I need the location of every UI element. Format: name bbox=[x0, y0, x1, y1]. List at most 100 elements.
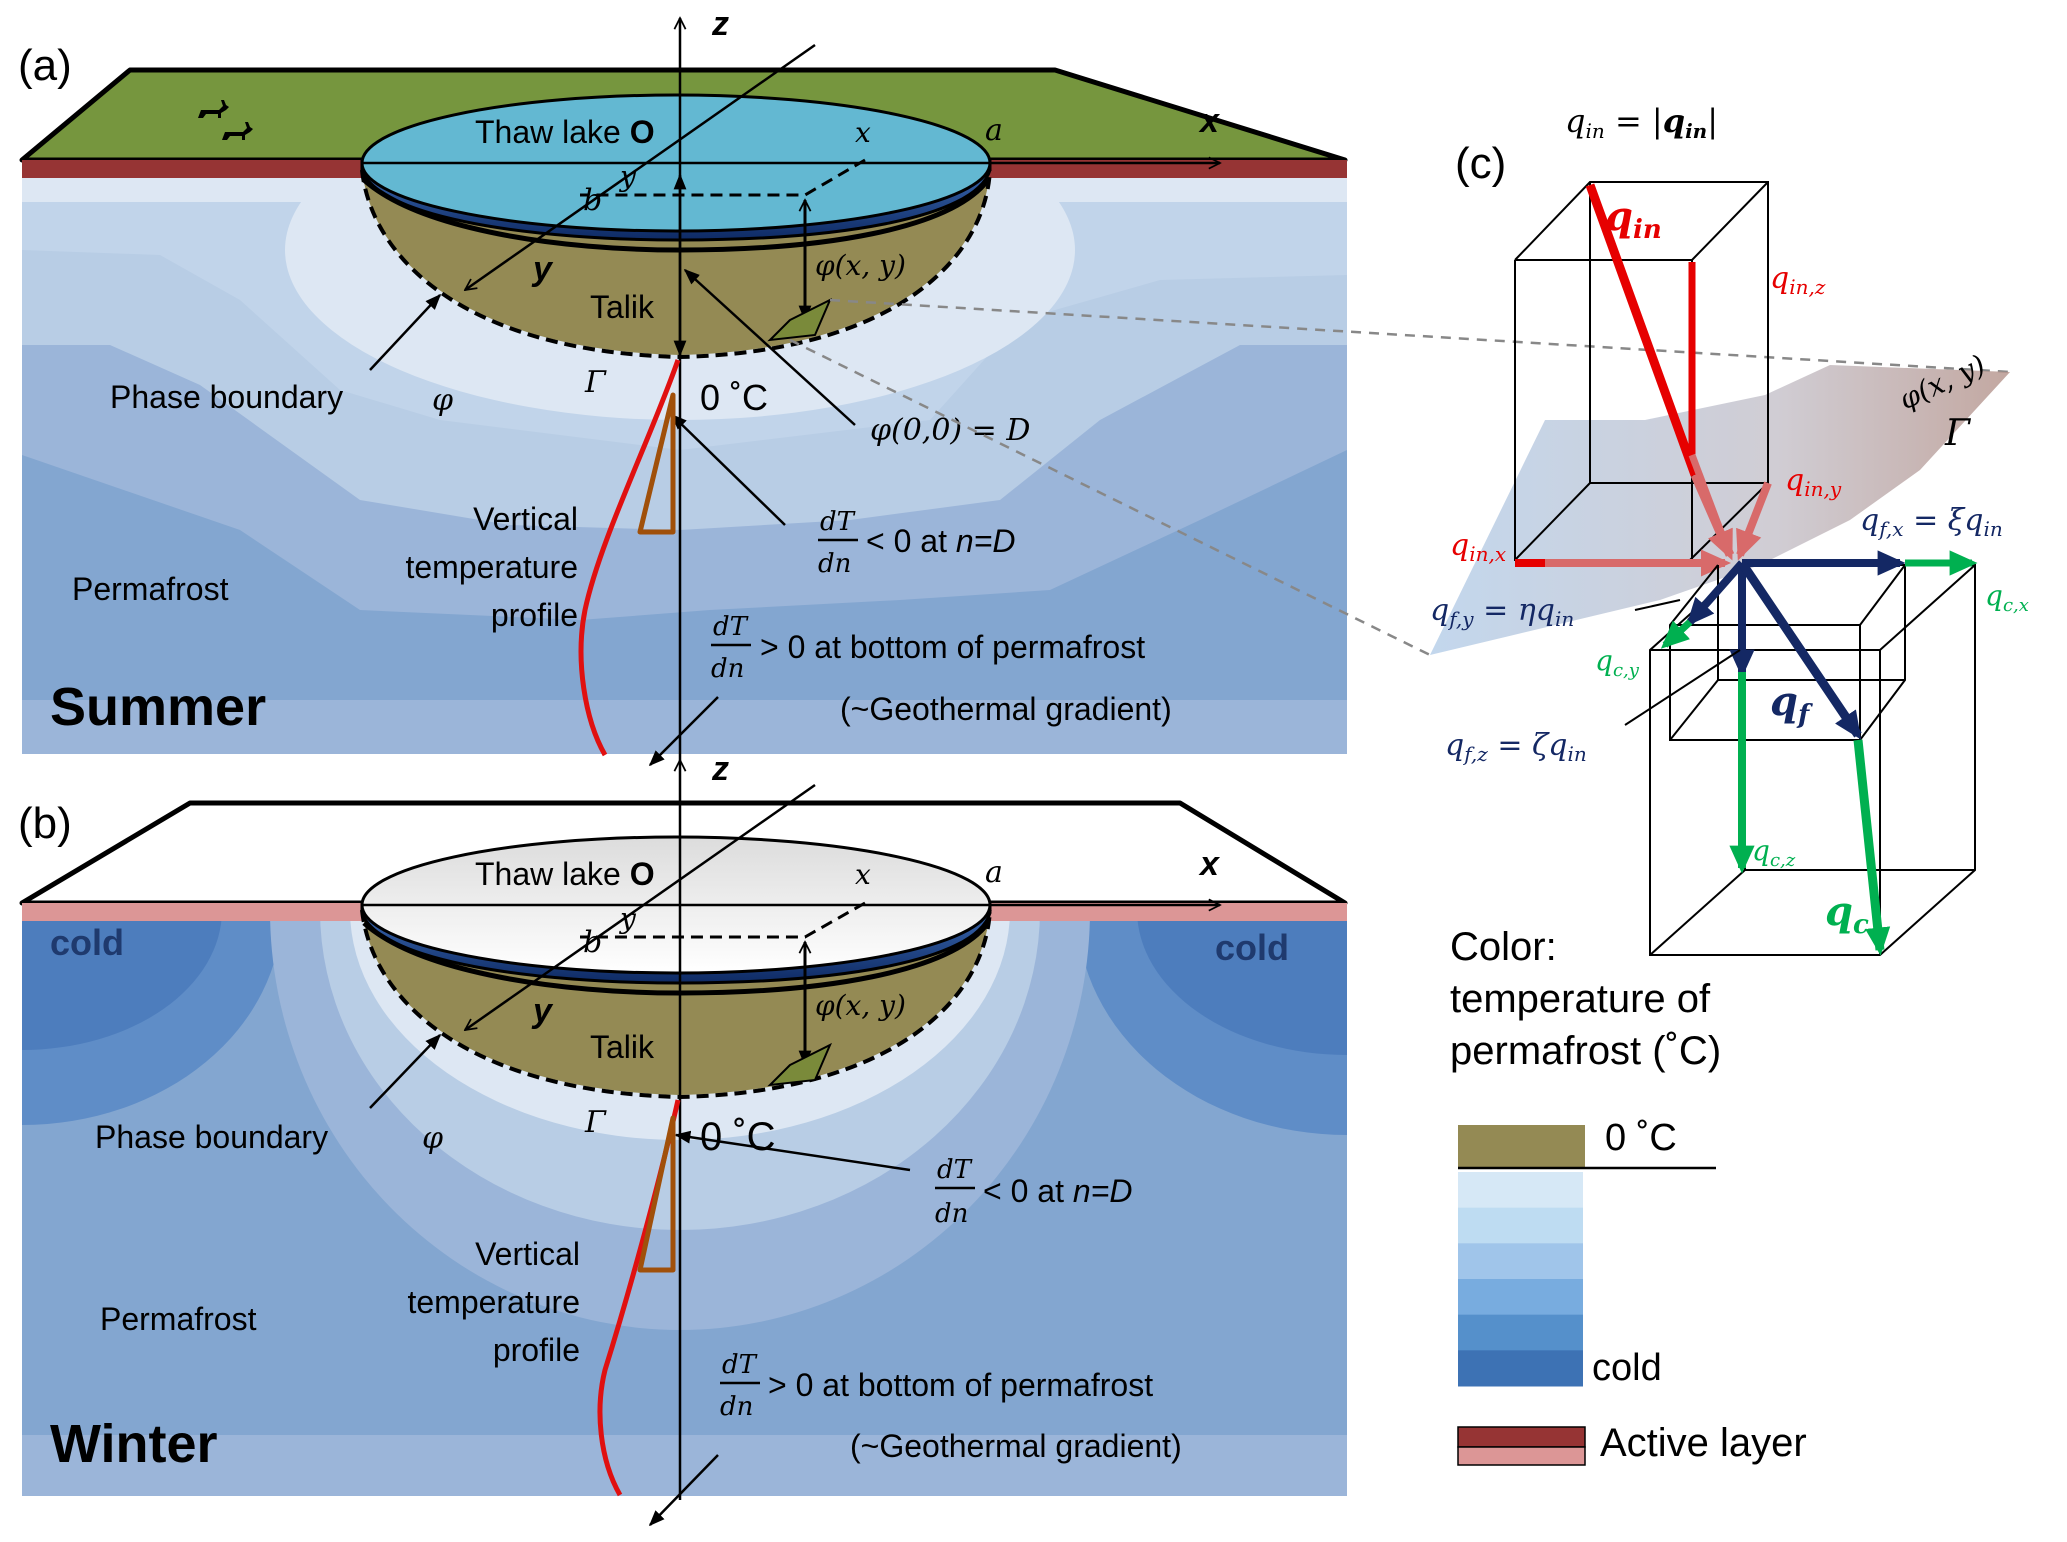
color-legend: Color: temperature of permafrost (˚C) 0 … bbox=[1450, 925, 1807, 1466]
lake-label: Thaw lake O bbox=[475, 856, 655, 892]
svg-text:temperature of: temperature of bbox=[1450, 977, 1711, 1021]
phi-label: φ bbox=[432, 383, 453, 418]
phi00-label: φ(0,0) = D bbox=[870, 413, 1030, 448]
surface-element-patch bbox=[767, 297, 832, 342]
gradient-top-label: dT dn < 0 at n=D bbox=[935, 1155, 1132, 1229]
svg-text:dT: dT bbox=[820, 507, 856, 537]
phase-boundary-label: Phase boundary bbox=[110, 379, 343, 415]
q-f-x-label: qf,x = ξqin bbox=[1860, 503, 2003, 541]
q-f-vector bbox=[1738, 560, 1862, 740]
q-in-vector bbox=[1585, 183, 1700, 477]
q-c-z-label: qc,z bbox=[1752, 834, 1796, 871]
q-c-label: qc bbox=[1825, 888, 1869, 940]
panel-a-summer: (a) bbox=[18, 5, 1348, 767]
q-c-y-vector bbox=[1660, 619, 1693, 649]
q-f-label: qf bbox=[1770, 678, 1813, 730]
svg-text:< 0 at n=D: < 0 at n=D bbox=[866, 523, 1015, 559]
legend-color-scale bbox=[1458, 1172, 1583, 1387]
x-axis-label: x bbox=[1198, 102, 1221, 140]
lake-label: Thaw lake O bbox=[475, 114, 655, 150]
geothermal-label: (~Geothermal gradient) bbox=[850, 1428, 1182, 1464]
q-in-x-label: qin,x bbox=[1450, 528, 1506, 566]
permafrost-label: Permafrost bbox=[72, 571, 229, 607]
y-axis bbox=[465, 43, 816, 290]
gradient-triangle bbox=[637, 1115, 676, 1273]
talik-label: Talik bbox=[590, 1029, 655, 1065]
phi-xy-label: φ(x, y) bbox=[815, 249, 906, 282]
surface-gamma-label: Γ bbox=[1944, 413, 1972, 454]
svg-text:permafrost (˚C): permafrost (˚C) bbox=[1450, 1029, 1721, 1073]
legend-cold-label: cold bbox=[1592, 1347, 1662, 1389]
svg-text:temperature: temperature bbox=[405, 549, 578, 585]
vertical-profile-label: Vertical temperature profile bbox=[405, 501, 578, 633]
x-axis-label: x bbox=[1198, 845, 1221, 883]
qc-box bbox=[1649, 564, 1976, 956]
legend-scale-step bbox=[1458, 1243, 1583, 1280]
svg-text:temperature: temperature bbox=[407, 1284, 580, 1320]
svg-text:> 0 at bottom of permafrost: > 0 at bottom of permafrost bbox=[768, 1367, 1153, 1403]
legend-scale-step bbox=[1458, 1350, 1583, 1387]
legend-zero-label: 0 ˚C bbox=[1605, 1117, 1677, 1159]
svg-text:Color:: Color: bbox=[1450, 925, 1557, 969]
q-in-z-label: qin,z bbox=[1770, 261, 1826, 299]
legend-talik-swatch bbox=[1458, 1125, 1585, 1167]
gradient-bottom-label: dT dn > 0 at bottom of permafrost bbox=[711, 612, 1145, 684]
permafrost-label: Permafrost bbox=[100, 1301, 257, 1337]
gradient-triangle bbox=[637, 392, 676, 535]
q-c-x-label: qc,x bbox=[1985, 579, 2029, 616]
legend-scale-step bbox=[1458, 1279, 1583, 1316]
panel-a-letter: (a) bbox=[18, 41, 72, 90]
q-f-y-label: qf,y = ηqin bbox=[1430, 593, 1574, 631]
svg-text:dn: dn bbox=[711, 654, 744, 684]
q-in-y-label: qin,y bbox=[1785, 463, 1842, 501]
legend-scale-step bbox=[1458, 1172, 1583, 1209]
season-label-winter: Winter bbox=[50, 1414, 218, 1474]
gamma-label: Γ bbox=[584, 1105, 607, 1140]
coord-y: y bbox=[618, 160, 637, 193]
y-axis-label: y bbox=[531, 992, 554, 1030]
legend-scale-step bbox=[1458, 1207, 1583, 1244]
svg-text:> 0 at bottom of permafrost: > 0 at bottom of permafrost bbox=[760, 629, 1145, 665]
talik-label: Talik bbox=[590, 289, 655, 325]
phi-label: φ bbox=[422, 1121, 443, 1156]
gradient-bottom-label: dT dn > 0 at bottom of permafrost bbox=[720, 1350, 1153, 1422]
gradient-top-label: dT dn < 0 at n=D bbox=[818, 507, 1015, 579]
semi-axis-a: a bbox=[985, 113, 1003, 148]
legend-title: Color: temperature of permafrost (˚C) bbox=[1450, 925, 1721, 1073]
svg-text:Vertical: Vertical bbox=[473, 501, 578, 537]
q-in-label: qin bbox=[1605, 193, 1662, 245]
zero-celsius-label: 0 ˚C bbox=[700, 377, 768, 418]
legend-scale-step bbox=[1458, 1314, 1583, 1351]
coord-x: x bbox=[855, 116, 871, 149]
qin-definition: qin = |qin| bbox=[1565, 102, 1718, 143]
semi-axis-b: b bbox=[583, 183, 602, 218]
q-c-y-label: qc,y bbox=[1595, 644, 1640, 681]
panel-b-letter: (b) bbox=[18, 799, 72, 848]
q-in-y-vector bbox=[1736, 481, 1772, 561]
svg-text:profile: profile bbox=[491, 597, 578, 633]
z-axis-label: z bbox=[711, 750, 729, 788]
cold-label-left: cold bbox=[50, 922, 124, 963]
phase-boundary-surface-patch bbox=[1430, 365, 2010, 655]
season-label-summer: Summer bbox=[50, 677, 266, 737]
svg-text:dT: dT bbox=[713, 612, 749, 642]
temperature-profile-curve bbox=[578, 359, 681, 757]
legend-active-layer-label: Active layer bbox=[1600, 1421, 1807, 1465]
legend-active-layer-winter-swatch bbox=[1457, 1446, 1586, 1466]
svg-text:dn: dn bbox=[818, 549, 851, 579]
q-f-z-label: qf,z = ζqin bbox=[1445, 728, 1587, 766]
svg-text:dn: dn bbox=[720, 1392, 753, 1422]
svg-text:dn: dn bbox=[935, 1199, 968, 1229]
vertical-profile-label: Vertical temperature profile bbox=[407, 1236, 580, 1368]
semi-axis-a: a bbox=[985, 855, 1003, 890]
surface-element-patch bbox=[767, 1042, 832, 1087]
svg-text:profile: profile bbox=[493, 1332, 580, 1368]
svg-text:< 0 at n=D: < 0 at n=D bbox=[983, 1173, 1132, 1209]
zero-celsius-label: 0 ˚C bbox=[700, 1115, 776, 1159]
legend-active-layer-summer-swatch bbox=[1457, 1426, 1586, 1448]
z-axis-label: z bbox=[711, 5, 729, 43]
svg-text:dT: dT bbox=[937, 1155, 973, 1185]
svg-text:dT: dT bbox=[722, 1350, 758, 1380]
q-f-y-vector bbox=[1686, 560, 1746, 627]
